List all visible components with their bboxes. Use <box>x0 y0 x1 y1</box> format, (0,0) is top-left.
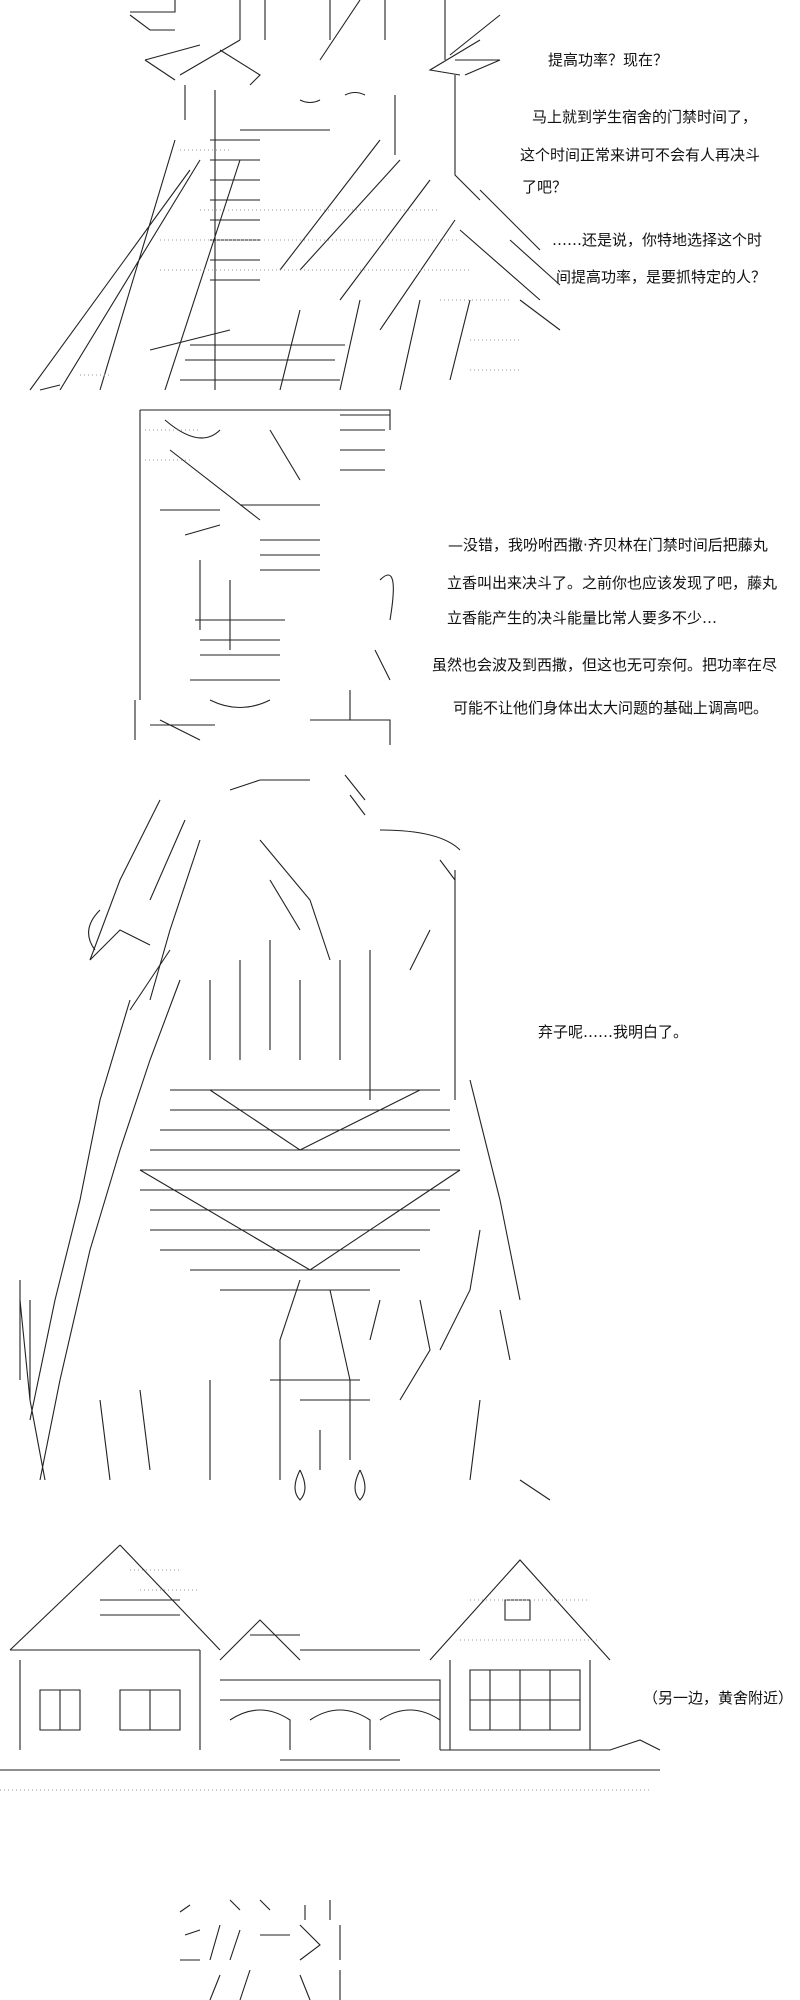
dialogue-line: 了吧？ <box>522 178 568 196</box>
ascii-art-dormitory-building <box>0 1544 661 1791</box>
dialogue-line: 弃子呢……我明白了。 <box>538 1023 689 1041</box>
ascii-art-figure-cloaked <box>29 0 561 391</box>
dialogue-line: —没错，我吩咐西撒·齐贝林在门禁时间后把藤丸 <box>448 536 768 554</box>
dialogue-line: 可能不让他们身体出太大问题的基础上调高吧。 <box>453 699 769 717</box>
ascii-art-figure-long-hair <box>19 774 551 1501</box>
dialogue-line: ……还是说，你特地选择这个时 <box>552 231 763 249</box>
dialogue-line: 提高功率？现在？ <box>548 51 669 69</box>
dialogue-line: 间提高功率，是要抓特定的人？ <box>556 268 767 286</box>
dialogue-line: 立香能产生的决斗能量比常人要多不少… <box>447 609 718 627</box>
narration-caption: （另一边，黄舍附近） <box>643 1689 794 1707</box>
dialogue-line: 这个时间正常来讲可不会有人再决斗 <box>520 146 761 164</box>
dialogue-line: 立香叫出来决斗了。之前你也应该发现了吧，藤丸 <box>447 574 778 592</box>
dialogue-line: 虽然也会波及到西撒，但这也无可奈何。把功率在尽 <box>432 656 778 674</box>
dialogue-line: 马上就到学生宿舍的门禁时间了， <box>532 108 758 126</box>
ascii-art-face <box>134 409 394 745</box>
ascii-art-figure-partial <box>179 1899 341 2000</box>
